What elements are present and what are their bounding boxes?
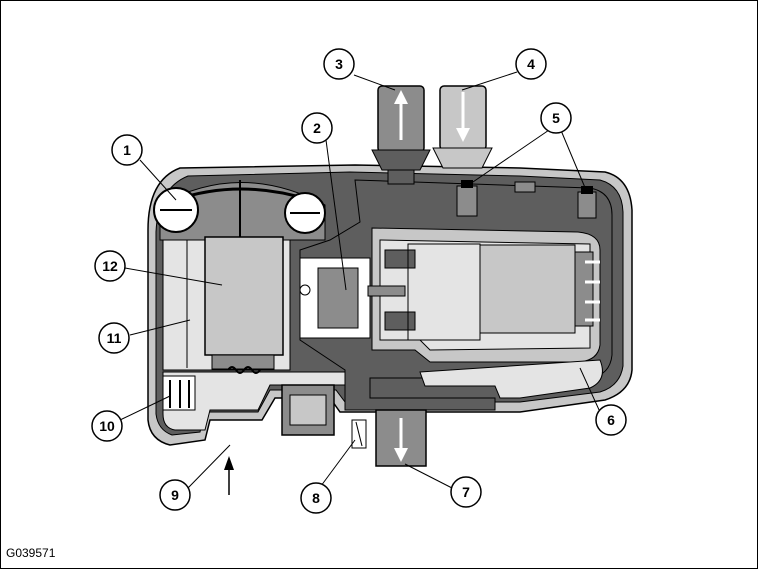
glow-pin — [367, 285, 406, 297]
callout-label: 11 — [107, 330, 122, 346]
callout-8: 8 — [300, 482, 332, 514]
sensor-left — [456, 185, 478, 217]
callout-label: 2 — [313, 120, 321, 136]
callout-6: 6 — [595, 404, 627, 436]
burner-insert — [479, 244, 576, 334]
sensor-right — [577, 191, 597, 219]
callout-label: 9 — [171, 487, 179, 503]
callout-label: 5 — [552, 110, 560, 126]
reference-code: G039571 — [6, 546, 56, 560]
callout-9: 9 — [159, 479, 191, 511]
callout-10: 10 — [91, 410, 123, 442]
callout-5: 5 — [540, 102, 572, 134]
callout-2: 2 — [301, 112, 333, 144]
callout-label: 7 — [462, 484, 470, 500]
callout-label: 8 — [312, 490, 320, 506]
coil-spring — [227, 366, 261, 374]
callout-label: 4 — [527, 56, 535, 72]
callout-label: 10 — [99, 418, 115, 434]
callout-3: 3 — [323, 48, 355, 80]
callout-4: 4 — [515, 48, 547, 80]
lower-chamber — [162, 371, 351, 431]
callout-label: 12 — [102, 258, 118, 274]
leader-lines — [119, 71, 601, 491]
callout-label: 1 — [123, 142, 131, 158]
callout-11: 11 — [98, 322, 130, 354]
callout-label: 6 — [607, 412, 615, 428]
callout-label: 3 — [335, 56, 343, 72]
callout-12: 12 — [94, 250, 126, 282]
motor-body — [204, 236, 284, 356]
exhaust-duct — [419, 359, 603, 399]
callout-7: 7 — [450, 476, 482, 508]
callout-1: 1 — [111, 134, 143, 166]
